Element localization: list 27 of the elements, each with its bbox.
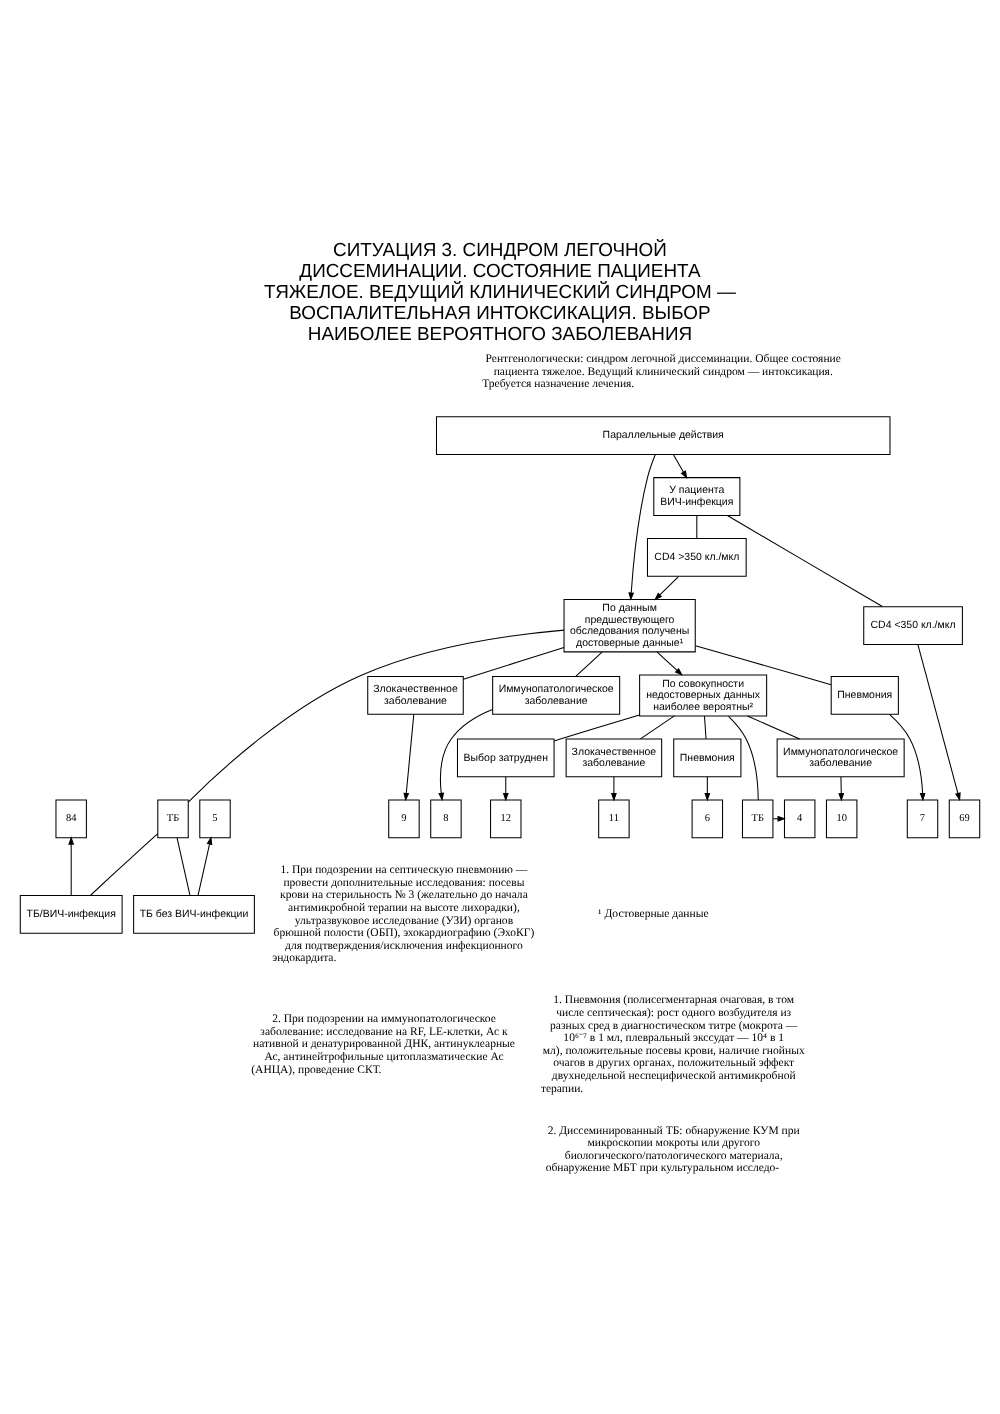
- arrow: [197, 836, 213, 896]
- connector: [703, 715, 707, 740]
- arrow: [672, 454, 688, 480]
- arrow: [438, 708, 493, 802]
- arrow: [838, 776, 845, 802]
- diagram-title: СИТУАЦИЯ 3. СИНДРОМ ЛЕГОЧНОЙ ДИССЕМИНАЦИИ. СОСТОЯНИЕ ПАЦИЕНТА ТЯЖЕЛОЕ. ВЕДУЩИЙ КЛИНИЧЕСКИЙ СИНДРОМ — ВОСПАЛИТЕЛЬНАЯ ИНТОКСИКАЦИЯ. ВЫБОР НАИБОЛЕЕ ВЕРОЯТНОГО ЗАБОЛЕВАНИЯ: [264, 239, 736, 346]
- arrow: [654, 576, 679, 601]
- arrow: [68, 836, 75, 896]
- connector: [462, 646, 565, 680]
- arrow: [403, 713, 415, 802]
- connector: [694, 645, 832, 686]
- connector: [176, 837, 191, 896]
- connector: [575, 651, 603, 677]
- arrow: [656, 651, 683, 676]
- connector: [746, 715, 801, 740]
- arrow: [502, 776, 509, 802]
- connector: [639, 715, 675, 740]
- connector: [696, 515, 698, 540]
- connector: [90, 833, 159, 896]
- arrow: [704, 776, 711, 802]
- connector: [728, 715, 759, 801]
- arrow: [917, 644, 961, 802]
- connector: [187, 629, 565, 803]
- connector: [726, 515, 883, 608]
- arrow: [628, 454, 656, 601]
- arrow: [610, 776, 617, 802]
- arrow: [888, 713, 926, 802]
